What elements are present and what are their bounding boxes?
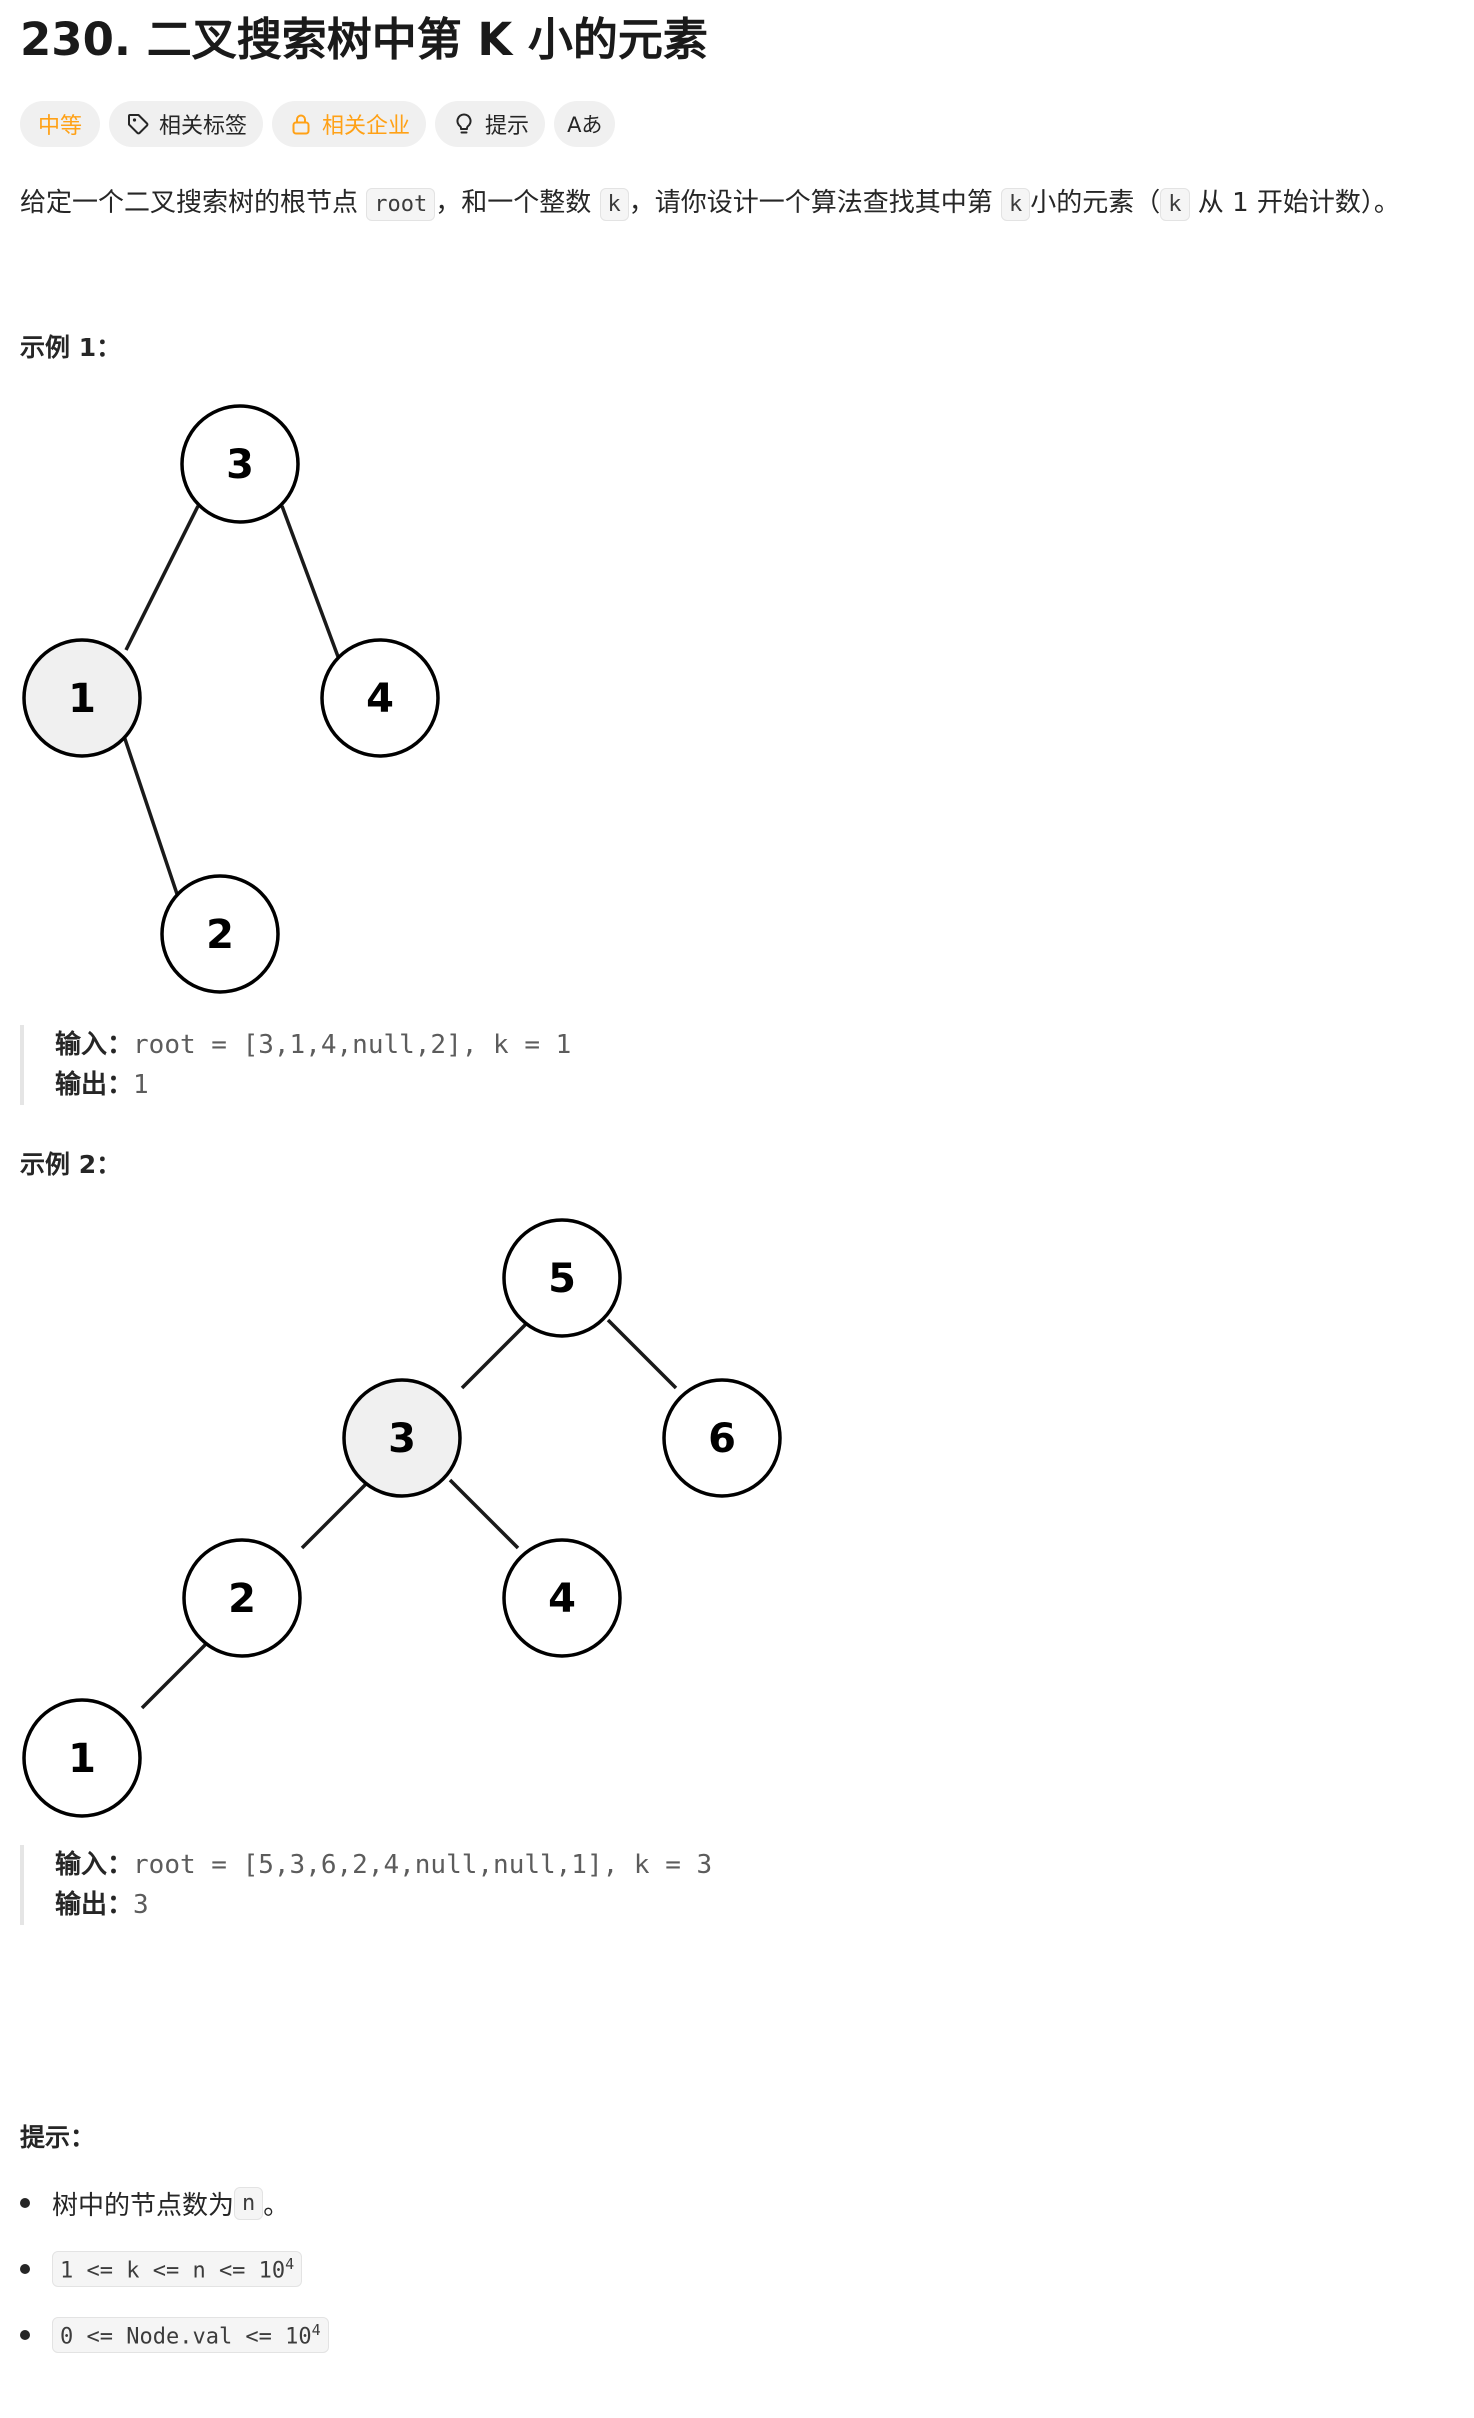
related-companies-label: 相关企业 (322, 114, 411, 139)
tree-node-label: 2 (206, 912, 234, 958)
tree-node-label: 4 (548, 1576, 576, 1622)
tree-node (320, 638, 440, 758)
output-value: 3 (133, 1890, 149, 1920)
description-text: 给定一个二叉搜索树的根节点 (20, 188, 367, 218)
tree-node-label: 1 (68, 1736, 96, 1782)
difficulty-badge[interactable]: 中等 (20, 101, 101, 147)
list-item: 1 <= k <= n <= 104 (20, 2236, 329, 2302)
problem-description: 给定一个二叉搜索树的根节点 root，和一个整数 k，请你设计一个算法查找其中第… (20, 180, 1400, 228)
inline-code-root: root (366, 188, 436, 221)
example-1-io: 输入：root = [3,1,4,null,2], k = 1 输出：1 (20, 1025, 571, 1105)
superscript: 4 (311, 2320, 321, 2339)
tree-edge (280, 505, 342, 663)
tag-bar: 中等 相关标签 相关企业 (20, 101, 616, 147)
description-text: 从 1 开始计数）。 (1189, 188, 1400, 218)
tree-node-label: 1 (68, 676, 96, 722)
tree-edge (140, 1638, 212, 1710)
tree-node-label: 2 (228, 1576, 256, 1622)
tree-node-label: 3 (226, 442, 254, 488)
tree-node-label: 3 (388, 1416, 416, 1462)
related-tags-button[interactable]: 相关标签 (109, 101, 264, 147)
bullet-icon (20, 2198, 30, 2208)
tree-edge (606, 1318, 678, 1390)
inline-code-k: k (1001, 188, 1031, 221)
example-1-output-line: 输出：1 (55, 1065, 571, 1105)
difficulty-label: 中等 (38, 114, 83, 139)
example-2-label: 示例 2： (20, 1150, 122, 1179)
superscript: 4 (285, 2254, 295, 2273)
constraint-code: 0 <= Node.val <= 104 (52, 2316, 329, 2354)
tree-node-highlighted (342, 1378, 462, 1498)
tree-node (502, 1218, 622, 1338)
tree-node (662, 1378, 782, 1498)
constraint-text: 树中的节点数为 (52, 2190, 235, 2221)
hint-label: 提示 (485, 114, 530, 139)
inline-code-k: k (1160, 188, 1190, 221)
constraints-list: 树中的节点数为 n 。 1 <= k <= n <= 104 0 <= Node… (20, 2170, 329, 2368)
description-text: ，和一个整数 (435, 188, 600, 218)
constraints-label: 提示： (20, 2123, 96, 2152)
tree-node (160, 874, 280, 994)
tree-node-highlighted (22, 638, 142, 758)
hint-button[interactable]: 提示 (435, 101, 546, 147)
tree-node-label: 5 (548, 1256, 576, 1302)
tree-node-label: 4 (366, 676, 394, 722)
problem-title: 230. 二叉搜索树中第 K 小的元素 (20, 13, 708, 66)
inline-code-n: n (234, 2186, 264, 2220)
tree-node (22, 1698, 142, 1818)
constraint-code-text: 0 <= Node.val <= 10 (60, 2324, 312, 2350)
translate-button[interactable]: Aあ (554, 101, 616, 147)
example-2-tree-diagram: 5 3 6 2 4 1 (22, 1218, 782, 1818)
constraint-code: 1 <= k <= n <= 104 (52, 2250, 303, 2288)
input-label: 输入： (55, 1850, 134, 1880)
related-tags-label: 相关标签 (159, 114, 248, 139)
input-value: root = [3,1,4,null,2], k = 1 (133, 1030, 572, 1060)
output-value: 1 (133, 1070, 149, 1100)
related-companies-button[interactable]: 相关企业 (272, 101, 427, 147)
constraint-text: 。 (263, 2190, 290, 2221)
tree-node (502, 1538, 622, 1658)
tree-node (182, 1538, 302, 1658)
constraint-code-text: 1 <= k <= n <= 10 (60, 2258, 286, 2284)
input-value: root = [5,3,6,2,4,null,null,1], k = 3 (133, 1850, 713, 1880)
tree-edge (448, 1478, 520, 1550)
tree-edge (460, 1318, 532, 1390)
tag-icon (125, 111, 151, 137)
example-2-output-line: 输出：3 (55, 1885, 712, 1925)
tree-edge (124, 505, 200, 651)
input-label: 输入： (55, 1030, 134, 1060)
description-text: 小的元素（ (1030, 188, 1161, 218)
example-1-label: 示例 1： (20, 333, 122, 362)
translate-icon: Aあ (567, 113, 603, 137)
example-1-tree-diagram: 3 1 4 2 (22, 404, 440, 994)
bullet-icon (20, 2330, 30, 2340)
lock-icon (288, 111, 314, 137)
tree-edge (300, 1478, 372, 1550)
output-label: 输出： (55, 1890, 134, 1920)
tree-edge (122, 735, 180, 898)
description-text: ，请你设计一个算法查找其中第 (628, 188, 1002, 218)
example-2-io: 输入：root = [5,3,6,2,4,null,null,1], k = 3… (20, 1845, 712, 1925)
output-label: 输出： (55, 1070, 134, 1100)
inline-code-k: k (599, 188, 629, 221)
list-item: 树中的节点数为 n 。 (20, 2170, 329, 2236)
bullet-icon (20, 2264, 30, 2274)
example-1-input-line: 输入：root = [3,1,4,null,2], k = 1 (55, 1025, 571, 1065)
tree-node-label: 6 (708, 1416, 736, 1462)
tree-node (180, 404, 300, 524)
list-item: 0 <= Node.val <= 104 (20, 2302, 329, 2368)
lightbulb-icon (451, 111, 477, 137)
example-2-input-line: 输入：root = [5,3,6,2,4,null,null,1], k = 3 (55, 1845, 712, 1885)
